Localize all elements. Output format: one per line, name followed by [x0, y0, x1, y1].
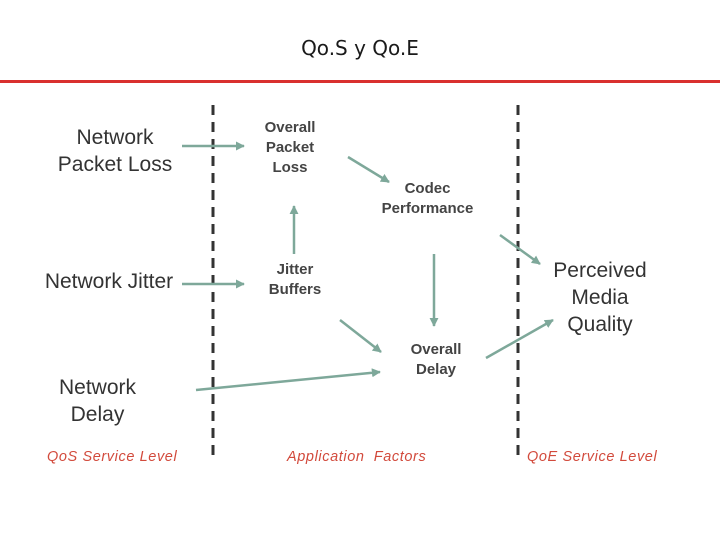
- level-label-qoe: QoE Service Level: [527, 449, 658, 465]
- arrow-codec-to-perceived-quality: [499, 233, 541, 266]
- node-overall-delay: Overall Delay: [410, 341, 462, 378]
- arrow-buffers-to-overall-delay: [339, 319, 382, 353]
- node-network-jitter: Network Jitter: [44, 270, 174, 293]
- node-jitter-buffers: Jitter Buffers: [268, 261, 322, 298]
- title-rule: [0, 80, 720, 83]
- arrow-overall-delay-to-perceived-quality: [485, 318, 554, 360]
- arrow-delay-to-overall-delay: [195, 368, 381, 392]
- node-codec-performance: Codec Performance: [381, 180, 474, 217]
- slide-title: Qo.S y Qo.E: [301, 36, 419, 60]
- node-network-delay: Network Delay: [58, 376, 137, 426]
- node-network-packet-loss: Network Packet Loss: [57, 126, 173, 176]
- node-overall-packet-loss: Overall Packet Loss: [264, 119, 316, 176]
- level-label-application: Application Factors: [287, 449, 427, 465]
- node-perceived-media-quality: Perceived Media Quality: [553, 259, 647, 336]
- arrow-overall-loss-to-codec: [347, 155, 390, 184]
- level-label-qos: QoS Service Level: [47, 449, 178, 465]
